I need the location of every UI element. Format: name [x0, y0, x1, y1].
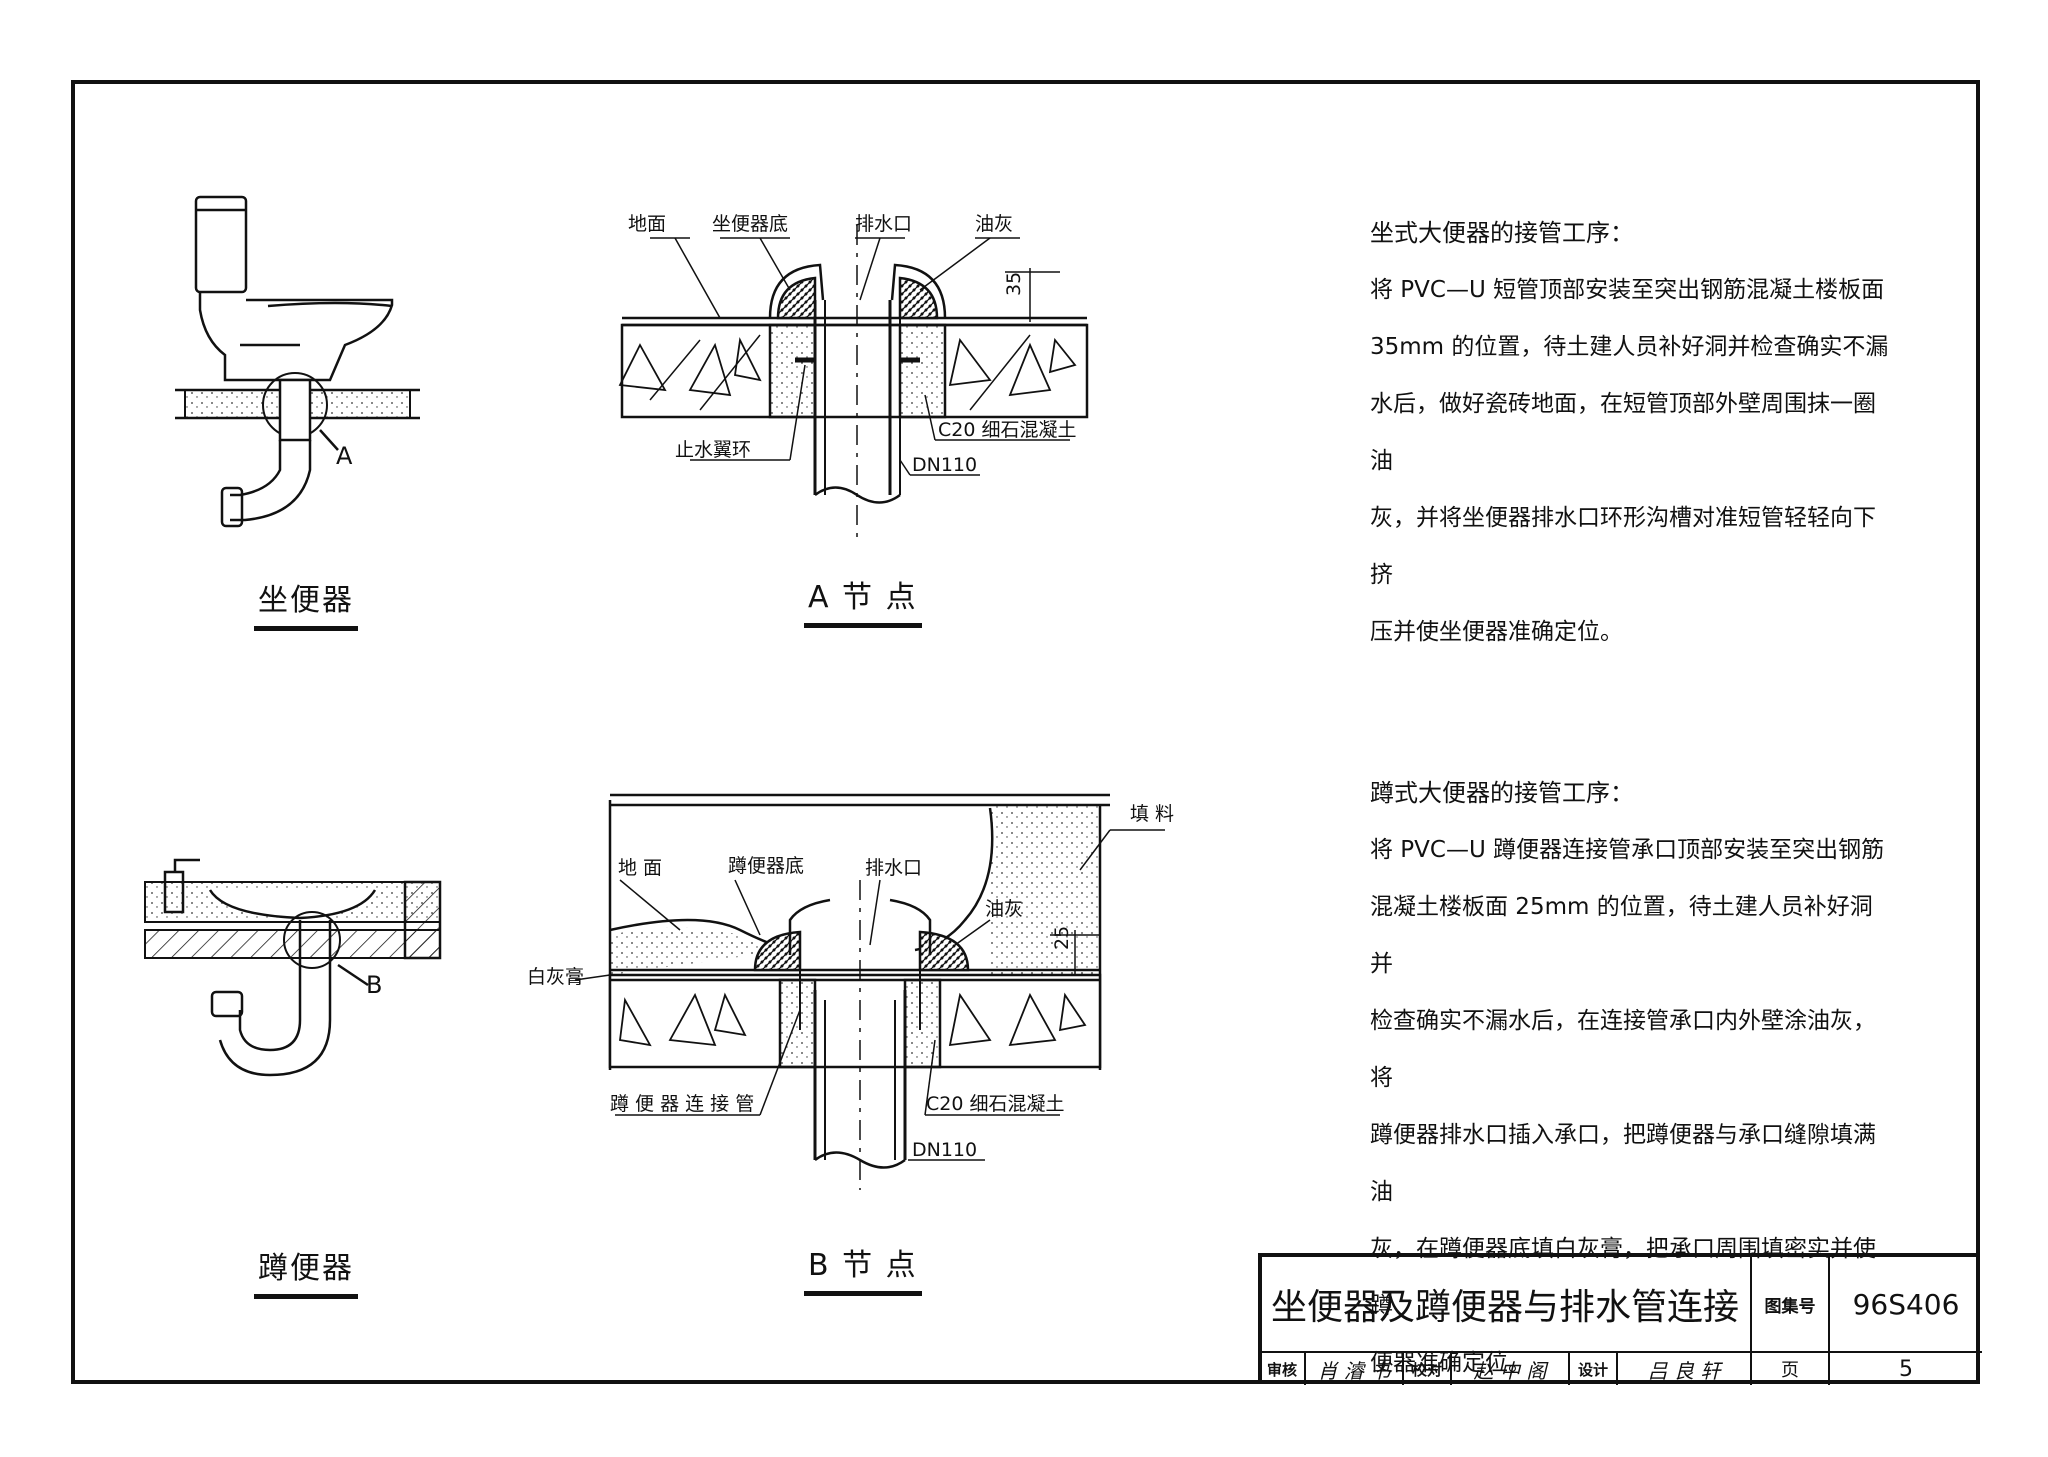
caption-node-a: A 节 点	[804, 572, 922, 628]
caption-squat: 蹲便器	[254, 1243, 358, 1299]
notes-squat-line-1: 将 PVC—U 蹲便器连接管承口顶部安装至突出钢筋	[1370, 837, 1885, 863]
label-a-dim-35: 35	[1003, 272, 1025, 296]
label-b-filler: 填 料	[1130, 803, 1174, 825]
caption-squat-underline	[254, 1294, 358, 1299]
review-signature: 肖 濬 书	[1304, 1353, 1402, 1385]
notes-squat: 蹲式大便器的接管工序： 将 PVC—U 蹲便器连接管承口顶部安装至突出钢筋 混凝…	[1370, 765, 1890, 1392]
check-signature: 赵 中 阁	[1450, 1353, 1568, 1385]
page-number: 5	[1828, 1353, 1982, 1385]
label-b-connector: 蹲 便 器 连 接 管	[610, 1093, 754, 1115]
notes-sitting-line-5: 压并使坐便器准确定位。	[1370, 619, 1623, 645]
node-b-labels: 填 料 地 面 蹲便器底 排水口 油灰 25 白灰膏 蹲 便 器 连 接 管 C…	[527, 803, 1174, 1161]
label-a-concrete: C20 细石混凝土	[938, 419, 1076, 441]
atlas-number: 96S406	[1828, 1257, 1982, 1351]
node-a-drawing	[618, 225, 1089, 540]
label-b-floor: 地 面	[618, 857, 662, 879]
page-label: 页	[1750, 1353, 1828, 1385]
marker-a: A	[336, 442, 353, 470]
label-b-squat-base: 蹲便器底	[728, 855, 804, 877]
notes-squat-line-4: 蹲便器排水口插入承口，把蹲便器与承口缝隙填满油	[1370, 1122, 1876, 1205]
caption-node-b-underline	[804, 1291, 922, 1296]
node-b-drawing	[574, 793, 1165, 1190]
notes-sitting-title: 坐式大便器的接管工序：	[1370, 219, 1634, 247]
label-a-outlet: 排水口	[855, 213, 912, 235]
squat-drawing	[144, 858, 442, 1077]
notes-sitting-line-4: 灰，并将坐便器排水口环形沟槽对准短管轻轻向下挤	[1370, 505, 1876, 588]
caption-node-a-underline	[804, 623, 922, 628]
check-label: 校对	[1402, 1353, 1450, 1385]
caption-toilet-text: 坐便器	[258, 583, 354, 618]
node-a-labels: 地面 坐便器底 排水口 油灰 35 止水翼环 C20 细石混凝土 DN110	[628, 213, 1076, 476]
caption-node-a-text: A 节 点	[808, 580, 918, 615]
label-b-dim-25: 25	[1051, 926, 1073, 950]
notes-sitting-line-3: 水后，做好瓷砖地面，在短管顶部外壁周围抹一圈油	[1370, 391, 1876, 474]
caption-node-b-text: B 节 点	[808, 1248, 918, 1283]
caption-toilet-underline	[254, 626, 358, 631]
notes-sitting-line-1: 将 PVC—U 短管顶部安装至突出钢筋混凝土楼板面	[1370, 277, 1885, 303]
notes-squat-line-2: 混凝土楼板面 25mm 的位置，待土建人员补好洞并	[1370, 894, 1873, 977]
caption-toilet: 坐便器	[254, 575, 358, 631]
sheet-border	[71, 80, 1980, 1384]
design-label: 设计	[1568, 1353, 1616, 1385]
caption-node-b: B 节 点	[804, 1240, 922, 1296]
label-a-water-ring: 止水翼环	[675, 439, 751, 461]
marker-b: B	[366, 971, 382, 999]
label-b-outlet: 排水口	[865, 857, 922, 879]
title-block: 坐便器及蹲便器与排水管连接 图集号 96S406 审核 肖 濬 书 校对 赵 中…	[1258, 1253, 1982, 1385]
label-a-putty: 油灰	[975, 213, 1013, 235]
caption-squat-text: 蹲便器	[258, 1251, 354, 1286]
toilet-drawing	[175, 195, 420, 528]
notes-squat-line-5: 灰，在蹲便器底填白灰膏，把承口周围填密实并使蹲	[1370, 1236, 1876, 1319]
design-signature: 吕 良 轩	[1616, 1353, 1750, 1385]
notes-squat-title: 蹲式大便器的接管工序：	[1370, 779, 1634, 807]
title-block-divider	[1262, 1351, 1982, 1353]
label-b-concrete: C20 细石混凝土	[926, 1093, 1064, 1115]
label-b-putty: 油灰	[985, 898, 1023, 920]
label-b-lime-paste: 白灰膏	[527, 965, 584, 988]
label-a-floor: 地面	[628, 213, 666, 235]
label-a-pipe-size: DN110	[912, 454, 977, 476]
notes-sitting-line-2: 35mm 的位置，待土建人员补好洞并检查确实不漏	[1370, 334, 1889, 360]
notes-sitting: 坐式大便器的接管工序： 将 PVC—U 短管顶部安装至突出钢筋混凝土楼板面 35…	[1370, 205, 1890, 661]
drawing-title: 坐便器及蹲便器与排水管连接	[1270, 1287, 1739, 1328]
review-label: 审核	[1266, 1360, 1297, 1379]
label-a-toilet-base: 坐便器底	[712, 213, 788, 235]
label-b-pipe-size: DN110	[912, 1139, 977, 1161]
notes-squat-line-3: 检查确实不漏水后，在连接管承口内外壁涂油灰，将	[1370, 1008, 1876, 1091]
atlas-label: 图集号	[1750, 1257, 1828, 1351]
